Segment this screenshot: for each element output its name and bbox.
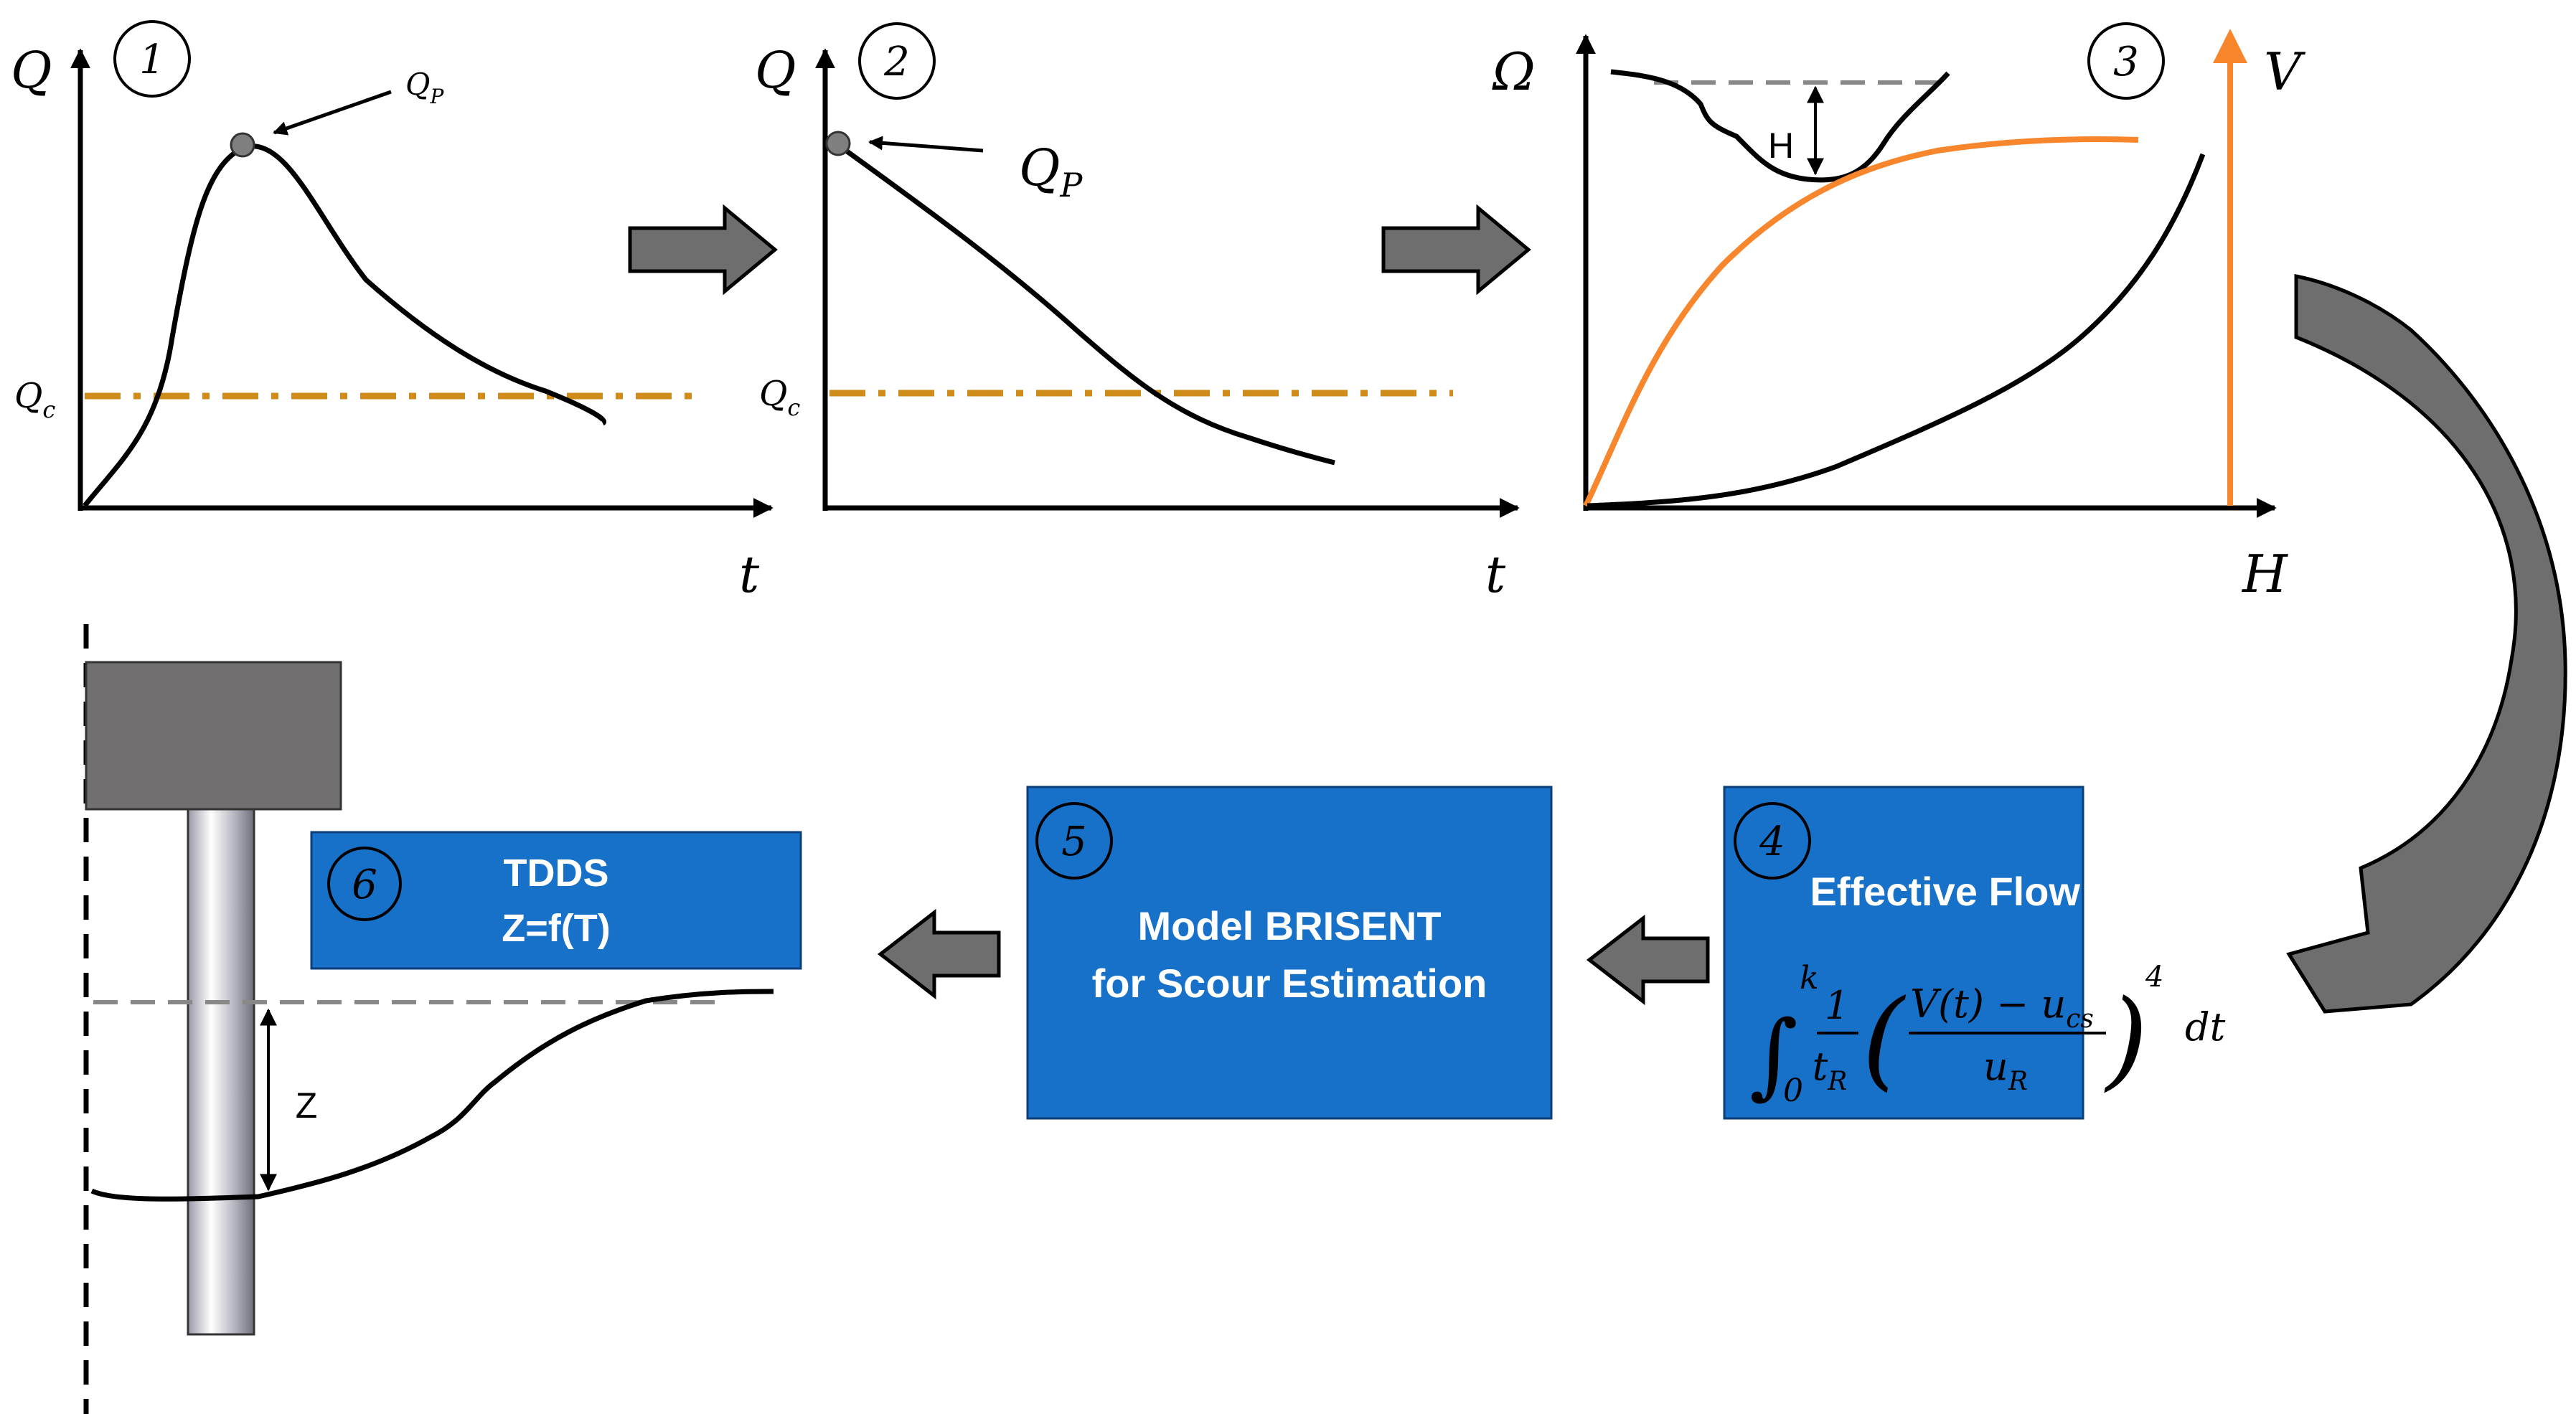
panel-1-y-label: Q bbox=[11, 41, 52, 100]
eq-upper-limit: k bbox=[1800, 960, 1819, 996]
flow-arrow-icon bbox=[1381, 204, 1531, 296]
box-6-line-2: Z=f(T) bbox=[502, 907, 610, 950]
panel-1-step-circle: 1 bbox=[113, 20, 191, 98]
panel-3-x-label: H bbox=[2241, 544, 2288, 604]
panel-1-threshold-label: Qc bbox=[14, 376, 55, 423]
panel-1-peak-point bbox=[230, 132, 255, 158]
flow-arrow-icon bbox=[628, 204, 778, 296]
panel-2-hydrograph: Q t 2 Qc QP bbox=[755, 22, 1520, 604]
box-6-step-number: 6 bbox=[352, 862, 377, 908]
panel-3-axes bbox=[1576, 29, 2277, 518]
panel-2-peak-label: QP bbox=[1019, 138, 1083, 204]
box-5-step-number: 5 bbox=[1061, 819, 1087, 865]
panel-2-peak-point bbox=[825, 131, 851, 156]
panel-3-step-circle: 3 bbox=[2087, 22, 2165, 100]
panel-1-hydrograph: Q t 1 Qc QP bbox=[11, 20, 774, 604]
eq-exponent: 4 bbox=[2145, 961, 2163, 994]
eq-right-paren: ) bbox=[2104, 977, 2148, 1102]
scour-depth-label: Z bbox=[296, 1085, 318, 1126]
pier-pile bbox=[187, 806, 255, 1336]
panel-3-depth-label: H bbox=[1768, 126, 1794, 166]
box-4-effective-flow-work: 4 Effective Flow Work ∫ k 0 1 tR ( V(t) … bbox=[1723, 786, 2226, 1120]
panel-1-peak-label: QP bbox=[405, 67, 444, 108]
panel-1-x-label: t bbox=[739, 545, 760, 604]
eq-left-paren: ( bbox=[1862, 977, 1907, 1102]
panel-3-area-curve bbox=[1587, 153, 2206, 509]
panel-3-rating-curves: Ω V H 3 H bbox=[1492, 22, 2306, 604]
curved-flow-arrow-icon bbox=[2286, 273, 2567, 1014]
eq-numerator: V(t) − ucs bbox=[1910, 981, 2094, 1034]
panel-3-velocity-curve bbox=[1583, 136, 2139, 507]
box-5-model-brisent: 5 Model BRISENT for Scour Estimation bbox=[1026, 786, 1553, 1120]
flow-arrow-icon bbox=[877, 908, 1001, 1000]
panel-3-channel-cross-section: H bbox=[1610, 69, 1950, 183]
eq-one: 1 bbox=[1825, 983, 1849, 1028]
panel-2-recession-curve bbox=[836, 143, 1335, 466]
box-5-line-2: for Scour Estimation bbox=[1092, 961, 1487, 1006]
box-4-title: Effective Flow Work bbox=[1810, 869, 2191, 914]
box-6-tdds: 6 TDDS Z=f(T) bbox=[310, 831, 802, 970]
panel-1-peak-pointer bbox=[273, 90, 392, 136]
panel-1-axes bbox=[70, 48, 774, 518]
panel-2-peak-pointer bbox=[868, 136, 984, 153]
flow-arrow-icon bbox=[1586, 914, 1710, 1006]
box-4-equation: ∫ k 0 1 tR ( V(t) − ucs uR ) 4 dt bbox=[1749, 960, 2226, 1109]
panel-2-threshold-label: Qc bbox=[759, 374, 800, 421]
eq-denominator: uR bbox=[1983, 1044, 2028, 1096]
panel-3-y-label-right: V bbox=[2264, 42, 2306, 102]
scour-bed-profile bbox=[90, 989, 774, 1202]
box-6-line-1: TDDS bbox=[504, 852, 609, 895]
panel-2-axes bbox=[815, 48, 1520, 518]
panel-2-step-circle: 2 bbox=[858, 22, 936, 100]
pier-cap bbox=[85, 661, 342, 811]
eq-lower-limit: 0 bbox=[1783, 1073, 1803, 1109]
box-4-step-number: 4 bbox=[1759, 819, 1785, 865]
panel-2-step-number: 2 bbox=[883, 39, 910, 85]
panel-2-y-label: Q bbox=[755, 41, 796, 100]
panel-1-hydrograph-curve bbox=[83, 143, 607, 508]
panel-3-y-label-left: Ω bbox=[1492, 42, 1536, 102]
panel-3-step-number: 3 bbox=[2113, 39, 2139, 85]
eq-tR: tR bbox=[1813, 1044, 1848, 1096]
panel-2-x-label: t bbox=[1485, 545, 1506, 604]
eq-dt: dt bbox=[2185, 1004, 2226, 1050]
panel-1-step-number: 1 bbox=[139, 37, 165, 83]
panel-6-pier-scour: 6 TDDS Z=f(T) Z bbox=[83, 624, 802, 1414]
box-5-line-1: Model BRISENT bbox=[1137, 903, 1441, 948]
eq-integral: ∫ bbox=[1749, 1000, 1798, 1109]
